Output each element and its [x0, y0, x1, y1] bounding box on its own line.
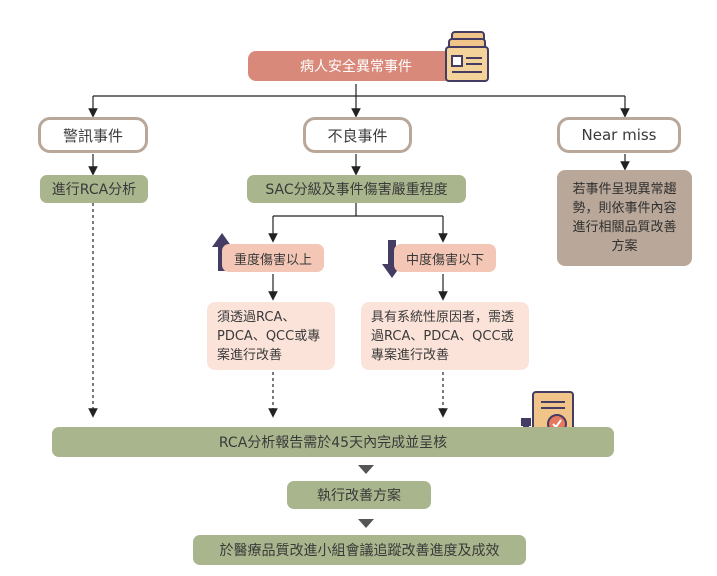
mild-harm-box: 中度傷害以下: [394, 244, 496, 272]
severe-detail-box: 須透過RCA、PDCA、QCC或專案進行改善: [207, 302, 335, 370]
severe-harm-box: 重度傷害以上: [222, 244, 324, 272]
mild-harm-label: 中度傷害以下: [405, 252, 484, 268]
execute-step-box: 執行改善方案: [287, 481, 431, 509]
review-step-text: 於醫療品質改進小組會議追蹤改善進度及成效: [219, 543, 500, 559]
sac-box: SAC分級及事件傷害嚴重程度: [247, 175, 466, 203]
adverse-event-label: 不良事件: [327, 126, 388, 145]
rca-analysis-box: 進行RCA分析: [40, 175, 148, 203]
mild-detail-text: 具有系統性原因者，需透過RCA、PDCA、QCC或專案進行改善: [371, 309, 515, 363]
mild-detail-box: 具有系統性原因者，需透過RCA、PDCA、QCC或專案進行改善: [361, 302, 529, 370]
rca-analysis-label: 進行RCA分析: [51, 182, 137, 198]
near-miss-detail-box: 若事件呈現異常趨勢，則依事件內容進行相關品質改善方案: [557, 170, 692, 266]
execute-step-text: 執行改善方案: [317, 488, 401, 504]
adverse-event-box: 不良事件: [303, 117, 412, 153]
severe-harm-label: 重度傷害以上: [233, 252, 312, 268]
sentinel-event-label: 警訊事件: [62, 126, 123, 145]
sac-label: SAC分級及事件傷害嚴重程度: [265, 182, 448, 198]
title-text: 病人安全異常事件: [300, 59, 412, 75]
near-miss-detail-text: 若事件呈現異常趨勢，則依事件內容進行相關品質改善方案: [572, 182, 677, 254]
down-triangle-1: [358, 465, 374, 474]
title-box: 病人安全異常事件: [248, 51, 464, 81]
report-step-text: RCA分析報告需於45天內完成並呈核: [218, 435, 448, 451]
down-triangle-2: [358, 519, 374, 528]
severe-detail-text: 須透過RCA、PDCA、QCC或專案進行改善: [217, 309, 321, 363]
sentinel-event-box: 警訊事件: [38, 117, 148, 153]
report-step-box: RCA分析報告需於45天內完成並呈核: [52, 427, 614, 457]
document-stack-icon: [445, 31, 489, 82]
near-miss-label: Near miss: [581, 126, 657, 144]
near-miss-box: Near miss: [557, 117, 681, 153]
review-step-box: 於醫療品質改進小組會議追蹤改善進度及成效: [193, 535, 526, 565]
